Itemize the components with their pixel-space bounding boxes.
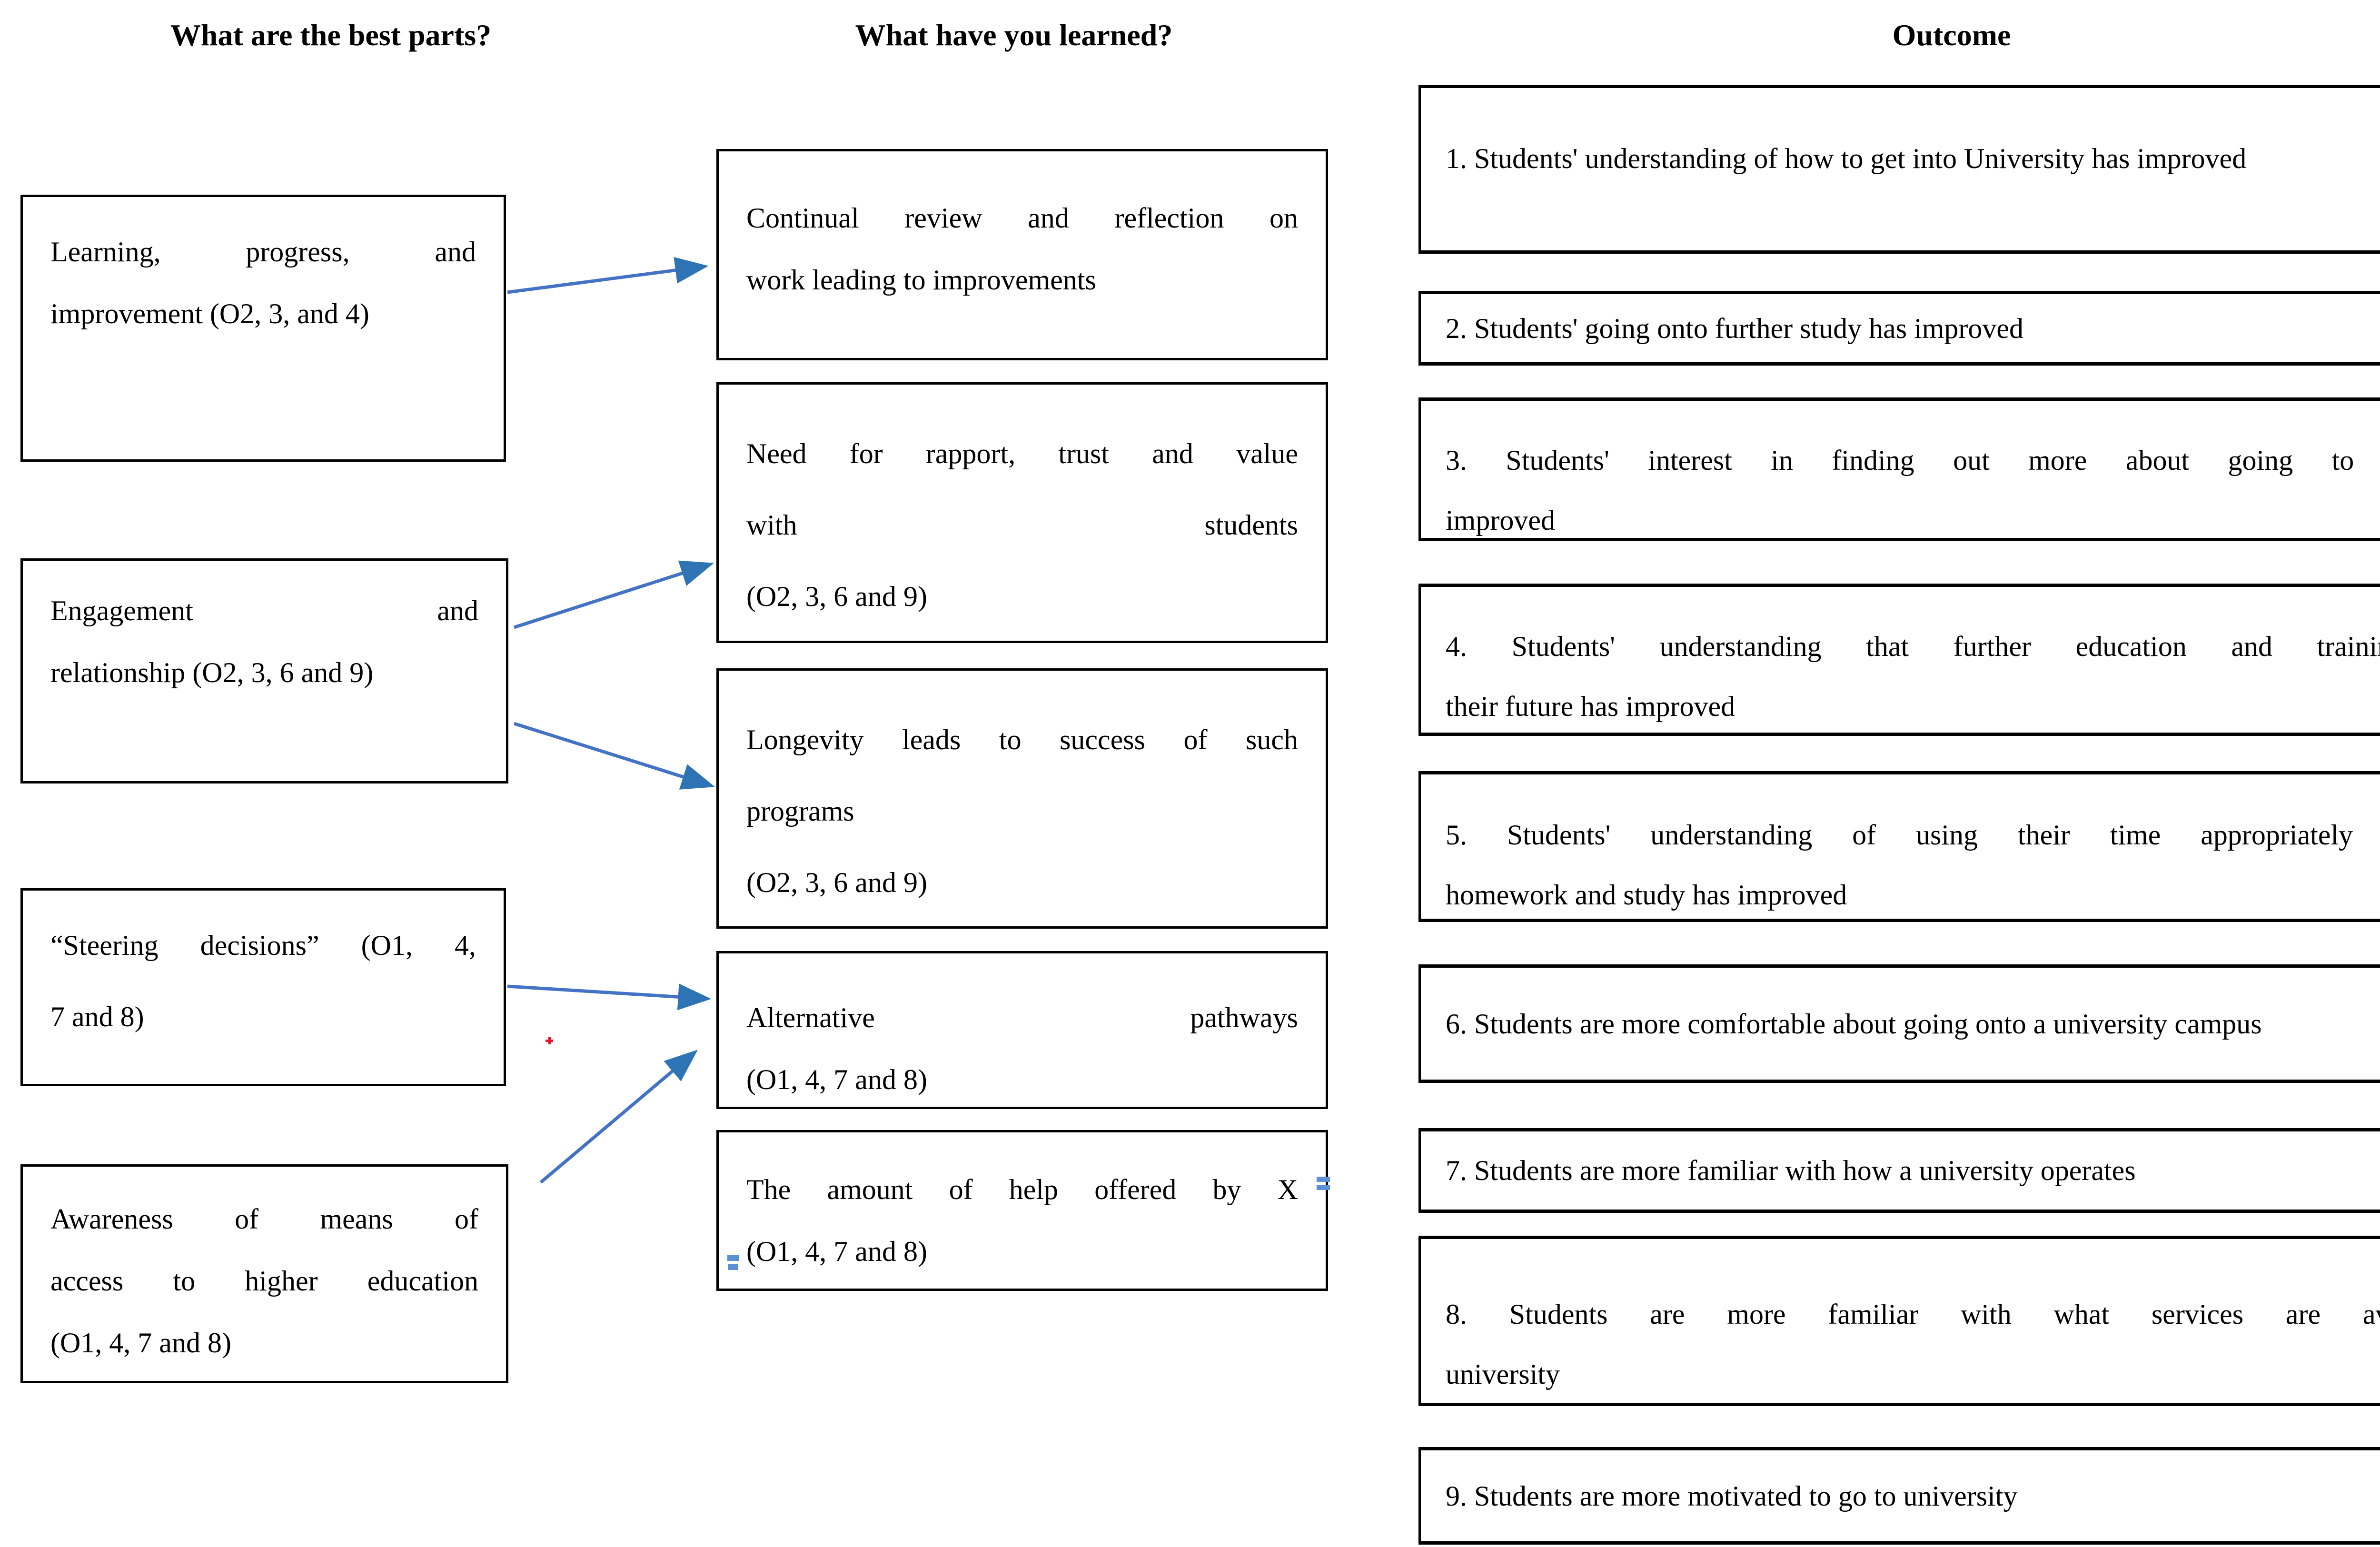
- comment-anchor-icon: [1317, 1177, 1330, 1182]
- box-text-line: programs: [746, 795, 854, 827]
- box-text-line: improvement (O2, 3, and 4): [50, 298, 369, 329]
- box-text-line: (O2, 3, 6 and 9): [746, 581, 927, 612]
- arrow-awareness-to-alternative-pathways: [539, 1050, 698, 1184]
- box-steering-decisions: “Steering decisions” (O1, 4, 7 and 8): [20, 888, 506, 1086]
- arrow-learning-to-continual-review: [507, 257, 709, 294]
- box-text-line: (O2, 3, 6 and 9): [746, 867, 927, 898]
- box-engagement-relationship: Engagement and relationship (O2, 3, 6 an…: [20, 558, 508, 783]
- arrow-engagement-to-rapport: [513, 560, 714, 629]
- box-text-line: 1. Students' understanding of how to get…: [1446, 143, 2247, 174]
- box-text-line: Learning, progress, and: [50, 236, 476, 268]
- box-text-line: homework and study has improved: [1446, 879, 1847, 911]
- box-text-line: 5. Students' understanding of using thei…: [1446, 819, 2380, 851]
- box-outcome-2: 2. Students' going onto further study ha…: [1418, 291, 2380, 366]
- box-text-line: access to higher education: [50, 1265, 478, 1297]
- box-outcome-4: 4. Students' understanding that further …: [1418, 584, 2380, 736]
- box-text-line: The amount of help offered by X: [746, 1174, 1298, 1205]
- box-text-line: 7. Students are more familiar with how a…: [1446, 1155, 2136, 1186]
- box-outcome-6: 6. Students are more comfortable about g…: [1418, 964, 2380, 1083]
- box-outcome-8: 8. Students are more familiar with what …: [1418, 1236, 2380, 1406]
- box-continual-review: Continual review and reflection on work …: [716, 149, 1328, 360]
- box-outcome-5: 5. Students' understanding of using thei…: [1418, 771, 2380, 922]
- arrow-steering-to-alternative-pathways: [507, 983, 712, 1011]
- box-text-line: 7 and 8): [50, 1001, 144, 1032]
- box-text-line: university: [1446, 1359, 1560, 1390]
- box-outcome-9: 9. Students are more motivated to go to …: [1418, 1447, 2380, 1545]
- column-header-outcome: Outcome: [1892, 18, 2011, 52]
- box-text-line: Awareness of means of: [50, 1203, 478, 1235]
- red-asterisk-mark: [545, 1037, 553, 1044]
- box-outcome-1: 1. Students' understanding of how to get…: [1418, 85, 2380, 254]
- box-outcome-7: 7. Students are more familiar with how a…: [1418, 1128, 2380, 1213]
- box-text-line: (O1, 4, 7 and 8): [50, 1327, 231, 1359]
- column-header-learned: What have you learned?: [855, 18, 1173, 52]
- box-text-line: work leading to improvements: [746, 264, 1096, 296]
- column-header-best-parts: What are the best parts?: [170, 18, 492, 52]
- box-text-line: 9. Students are more motivated to go to …: [1446, 1480, 2018, 1512]
- box-alternative-pathways: Alternative pathways (O1, 4, 7 and 8): [716, 951, 1328, 1109]
- box-text-line: improved: [1446, 505, 1555, 536]
- box-text-line: (O1, 4, 7 and 8): [746, 1236, 927, 1267]
- box-text-line: 3. Students' interest in finding out mor…: [1446, 445, 2380, 476]
- box-text-line: 2. Students' going onto further study ha…: [1446, 312, 2024, 344]
- box-text-line: with students: [746, 509, 1298, 541]
- box-text-line: Continual review and reflection on: [746, 202, 1298, 234]
- box-text-line: 6. Students are more comfortable about g…: [1446, 1008, 2262, 1040]
- box-text-line: relationship (O2, 3, 6 and 9): [50, 657, 374, 688]
- box-text-line: Longevity leads to success of such: [746, 724, 1298, 755]
- box-awareness-access: Awareness of means of access to higher e…: [20, 1164, 508, 1383]
- box-text-line: Engagement and: [50, 595, 478, 626]
- box-outcome-3: 3. Students' interest in finding out mor…: [1418, 397, 2380, 541]
- box-text-line: Need for rapport, trust and value: [746, 438, 1298, 469]
- box-text-line: their future has improved: [1446, 691, 1735, 722]
- arrow-engagement-to-longevity: [513, 722, 715, 790]
- box-longevity-success: Longevity leads to success of such progr…: [716, 668, 1328, 929]
- box-learning-progress-improvement: Learning, progress, and improvement (O2,…: [20, 195, 506, 462]
- box-text-line: Alternative pathways: [746, 1002, 1298, 1033]
- box-text-line: “Steering decisions” (O1, 4,: [50, 930, 476, 961]
- comment-anchor-icon: [727, 1255, 739, 1261]
- box-text-line: 4. Students' understanding that further …: [1446, 631, 2380, 662]
- comment-anchor-icon: [728, 1264, 738, 1270]
- box-amount-of-help: The amount of help offered by X (O1, 4, …: [716, 1130, 1328, 1291]
- box-text-line: 8. Students are more familiar with what …: [1446, 1299, 2380, 1330]
- box-rapport-trust-value: Need for rapport, trust and value with s…: [716, 382, 1328, 643]
- box-text-line: (O1, 4, 7 and 8): [746, 1064, 927, 1095]
- comment-anchor-icon: [1317, 1185, 1330, 1190]
